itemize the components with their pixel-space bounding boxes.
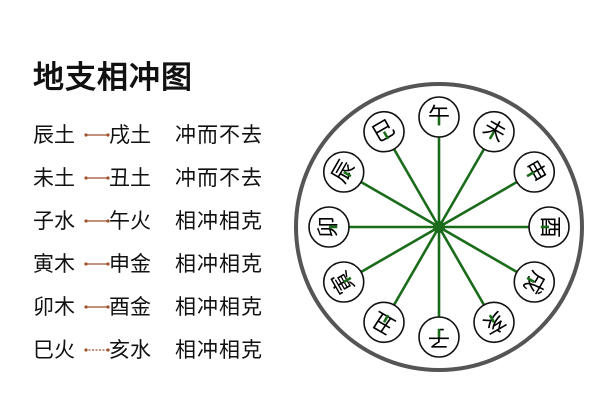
branch-left: 辰土 xyxy=(33,122,75,147)
clash-row: 辰土 戌土 冲而不去 xyxy=(33,113,263,156)
relation-text: 相冲相克 xyxy=(175,294,263,319)
page-title: 地支相冲图 xyxy=(33,60,193,96)
double-arrow-icon xyxy=(83,259,111,269)
branch-left: 子水 xyxy=(33,208,75,233)
relation-text: 冲而不去 xyxy=(175,165,263,190)
spoke-line-tip xyxy=(488,314,496,323)
branch-right: 午火 xyxy=(109,208,151,233)
double-arrow-icon xyxy=(83,345,111,355)
branch-right: 酉金 xyxy=(109,294,151,319)
spoke-line-tip xyxy=(526,170,535,178)
branch-left: 卯木 xyxy=(33,294,75,319)
spoke-line-tip xyxy=(343,276,352,284)
relation-text: 相冲相克 xyxy=(175,208,263,233)
double-arrow-icon xyxy=(83,130,111,140)
relation-text: 相冲相克 xyxy=(175,337,263,362)
double-arrow-icon xyxy=(83,302,111,312)
relation-text: 冲而不去 xyxy=(175,122,263,147)
branch-right: 申金 xyxy=(109,251,151,276)
outer-ring xyxy=(294,82,584,372)
spoke-line-tip xyxy=(488,131,496,140)
branch-left: 巳火 xyxy=(33,337,75,362)
spoke-line-tip xyxy=(382,314,390,323)
clash-row: 巳火 亥水 相冲相克 xyxy=(33,328,263,371)
double-arrow-icon xyxy=(83,173,111,183)
branch-left: 寅木 xyxy=(33,251,75,276)
center-hub xyxy=(433,221,445,233)
branch-nodes: 午未申酉戌亥子丑寅卯辰巳 xyxy=(308,96,570,358)
clash-row: 卯木 酉金 相冲相克 xyxy=(33,285,263,328)
branch-right: 亥水 xyxy=(109,337,151,362)
spoke-line-tip xyxy=(343,170,352,178)
branch-left: 未土 xyxy=(33,165,75,190)
spoke-line-tip xyxy=(526,276,535,284)
branch-right: 丑土 xyxy=(109,165,151,190)
clash-row: 未土 丑土 冲而不去 xyxy=(33,156,263,199)
clash-row: 子水 午火 相冲相克 xyxy=(33,199,263,242)
branch-right: 戌土 xyxy=(109,122,151,147)
double-arrow-icon xyxy=(83,216,111,226)
clash-list: 辰土 戌土 冲而不去 未土 丑土 冲而不去 子水 午火 相冲相克 寅木 申金 相… xyxy=(33,113,263,371)
relation-text: 相冲相克 xyxy=(175,251,263,276)
clash-row: 寅木 申金 相冲相克 xyxy=(33,242,263,285)
spoke-line-tip xyxy=(382,131,390,140)
